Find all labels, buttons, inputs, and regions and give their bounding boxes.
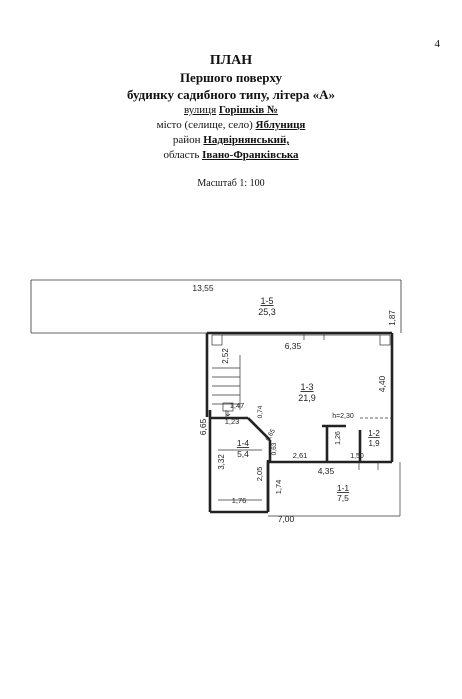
region-value: Івано-Франківська: [202, 149, 299, 161]
dim-room11-side: 1,74: [274, 480, 283, 495]
dim-room14-height: 3,32: [217, 454, 226, 470]
region-label: область: [163, 149, 200, 161]
street-line: вулиця Горішків №: [0, 103, 462, 118]
document-header: ПЛАН Першого поверху будинку садибного т…: [0, 52, 462, 163]
room-1-3: 1-3 21,9: [298, 382, 316, 403]
dim-stair-small: 1,47: [230, 401, 245, 410]
room-1-5-area: 25,3: [258, 307, 276, 317]
room-1-5: 1-5 25,3: [258, 296, 276, 317]
building-subtitle: будинку садибного типу, літера «А»: [126, 87, 336, 102]
dim-wall-150: 1,50: [350, 453, 364, 460]
city-value: Яблуниця: [255, 119, 306, 131]
room-1-5-id: 1-5: [260, 296, 273, 306]
dim-diag2: 0,65: [265, 428, 278, 443]
room-1-4-id: 1-4: [237, 438, 250, 448]
region-line: область Івано-Франківська: [0, 148, 462, 163]
dim-room13-width: 6,35: [285, 341, 302, 351]
dim-wall-261: 2,61: [293, 451, 308, 460]
dim-height-label: h=2,30: [332, 413, 354, 420]
room-1-2-id: 1-2: [368, 429, 380, 438]
room-1-1-area: 7,5: [337, 493, 349, 503]
dim-diag1: 0,74: [257, 405, 264, 418]
dim-bottom-435: 4,35: [318, 466, 335, 476]
dim-porch-depth: 1,87: [388, 310, 397, 326]
city-line: місто (селище, село) Яблуниця: [0, 118, 462, 133]
dim-left-height: 6,65: [198, 418, 208, 435]
room-1-4-area: 5,4: [237, 449, 249, 459]
room-1-1: 1-1 7,5: [337, 483, 350, 503]
city-label: місто (селище, село): [156, 119, 253, 131]
district-value: Надвірнянський,: [203, 134, 290, 146]
district-line: район Надвірнянський,: [0, 133, 462, 148]
building-walls: [205, 331, 394, 514]
room-1-2-area: 1,9: [368, 439, 380, 448]
dim-bottom-total: 7,00: [278, 514, 295, 524]
dim-top-length: 13,55: [192, 283, 214, 293]
dim-stair-length: 2,52: [221, 348, 230, 364]
scale-label: Масштаб 1: 100: [197, 178, 265, 189]
district-label: район: [172, 134, 201, 146]
dim-room14-top: 1,23: [225, 417, 240, 426]
dim-wall-126: 1,26: [335, 431, 342, 445]
dim-room13-depth: 4,40: [377, 375, 387, 392]
page-number: 4: [434, 38, 441, 50]
street-label: вулиця: [183, 104, 217, 116]
floor-subtitle: Першого поверху: [179, 70, 283, 85]
dim-diag3: 0,63: [271, 442, 278, 455]
porch-outline: [30, 279, 402, 334]
plan-title: ПЛАН: [209, 53, 253, 68]
room-1-2: 1-2 1,9: [368, 429, 380, 448]
dim-room14-bottom: 1,76: [232, 496, 247, 505]
room-1-3-id: 1-3: [300, 382, 313, 392]
plan-details: [211, 333, 401, 517]
room-1-1-id: 1-1: [337, 483, 350, 493]
room-1-3-area: 21,9: [298, 393, 316, 403]
street-value: Горішків №: [218, 104, 279, 116]
dim-room14-right: 2,05: [255, 467, 264, 482]
room-1-4: 1-4 5,4: [237, 438, 250, 459]
